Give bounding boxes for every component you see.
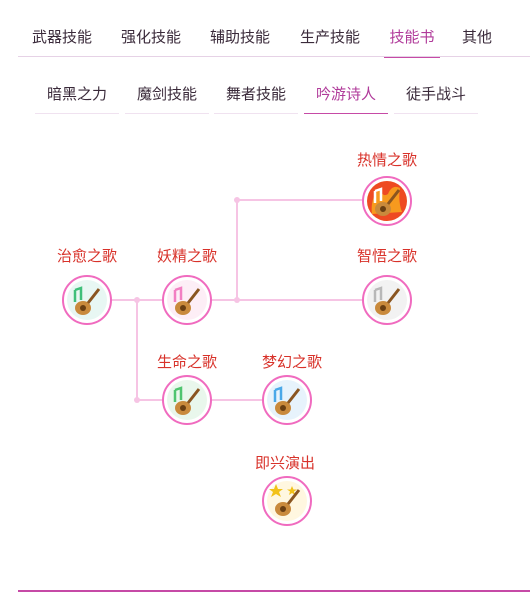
skill-improv[interactable]: 即兴演出 — [245, 453, 325, 526]
skill-life-song[interactable]: 生命之歌 — [147, 352, 227, 425]
skill-name: 智悟之歌 — [356, 247, 417, 265]
skill-passion-song[interactable]: 热情之歌 — [347, 150, 427, 226]
guitar-stars-icon — [262, 476, 312, 526]
tab-skill-books[interactable]: 技能书 — [384, 18, 440, 58]
tab-support-skills[interactable]: 辅助技能 — [209, 28, 270, 46]
skill-name: 即兴演出 — [254, 454, 315, 472]
tab-dancer[interactable]: 舞者技能 — [214, 76, 298, 114]
guitar-icon — [162, 375, 212, 425]
skill-heal-song[interactable]: 治愈之歌 — [47, 246, 127, 325]
skill-name: 妖精之歌 — [156, 247, 217, 265]
guitar-icon — [362, 176, 412, 226]
tab-dark-power[interactable]: 暗黑之力 — [35, 76, 119, 114]
skill-name: 生命之歌 — [156, 353, 217, 371]
guitar-icon — [162, 275, 212, 325]
skill-name: 治愈之歌 — [56, 247, 117, 265]
tab-enhance-skills[interactable]: 强化技能 — [120, 28, 181, 46]
tab-production-skills[interactable]: 生产技能 — [299, 28, 360, 46]
skill-fairy-song[interactable]: 妖精之歌 — [147, 246, 227, 325]
tab-divider — [18, 56, 530, 57]
tab-bard[interactable]: 吟游诗人 — [304, 76, 388, 114]
bottom-divider — [18, 590, 530, 592]
guitar-icon — [362, 275, 412, 325]
tab-magic-sword[interactable]: 魔剑技能 — [125, 76, 209, 114]
skill-dream-song[interactable]: 梦幻之歌 — [252, 352, 332, 425]
secondary-tab-bar: 暗黑之力 魔剑技能 舞者技能 吟游诗人 徒手战斗 — [18, 76, 530, 116]
skill-wisdom-song[interactable]: 智悟之歌 — [347, 246, 427, 325]
tab-unarmed-combat[interactable]: 徒手战斗 — [394, 76, 478, 114]
skill-name: 梦幻之歌 — [261, 353, 322, 371]
skill-name: 热情之歌 — [356, 151, 417, 169]
tab-weapon-skills[interactable]: 武器技能 — [31, 28, 92, 46]
guitar-icon — [262, 375, 312, 425]
primary-tab-bar: 武器技能 强化技能 辅助技能 生产技能 技能书 其他 — [18, 18, 530, 58]
guitar-icon — [62, 275, 112, 325]
tab-other[interactable]: 其他 — [461, 28, 492, 46]
